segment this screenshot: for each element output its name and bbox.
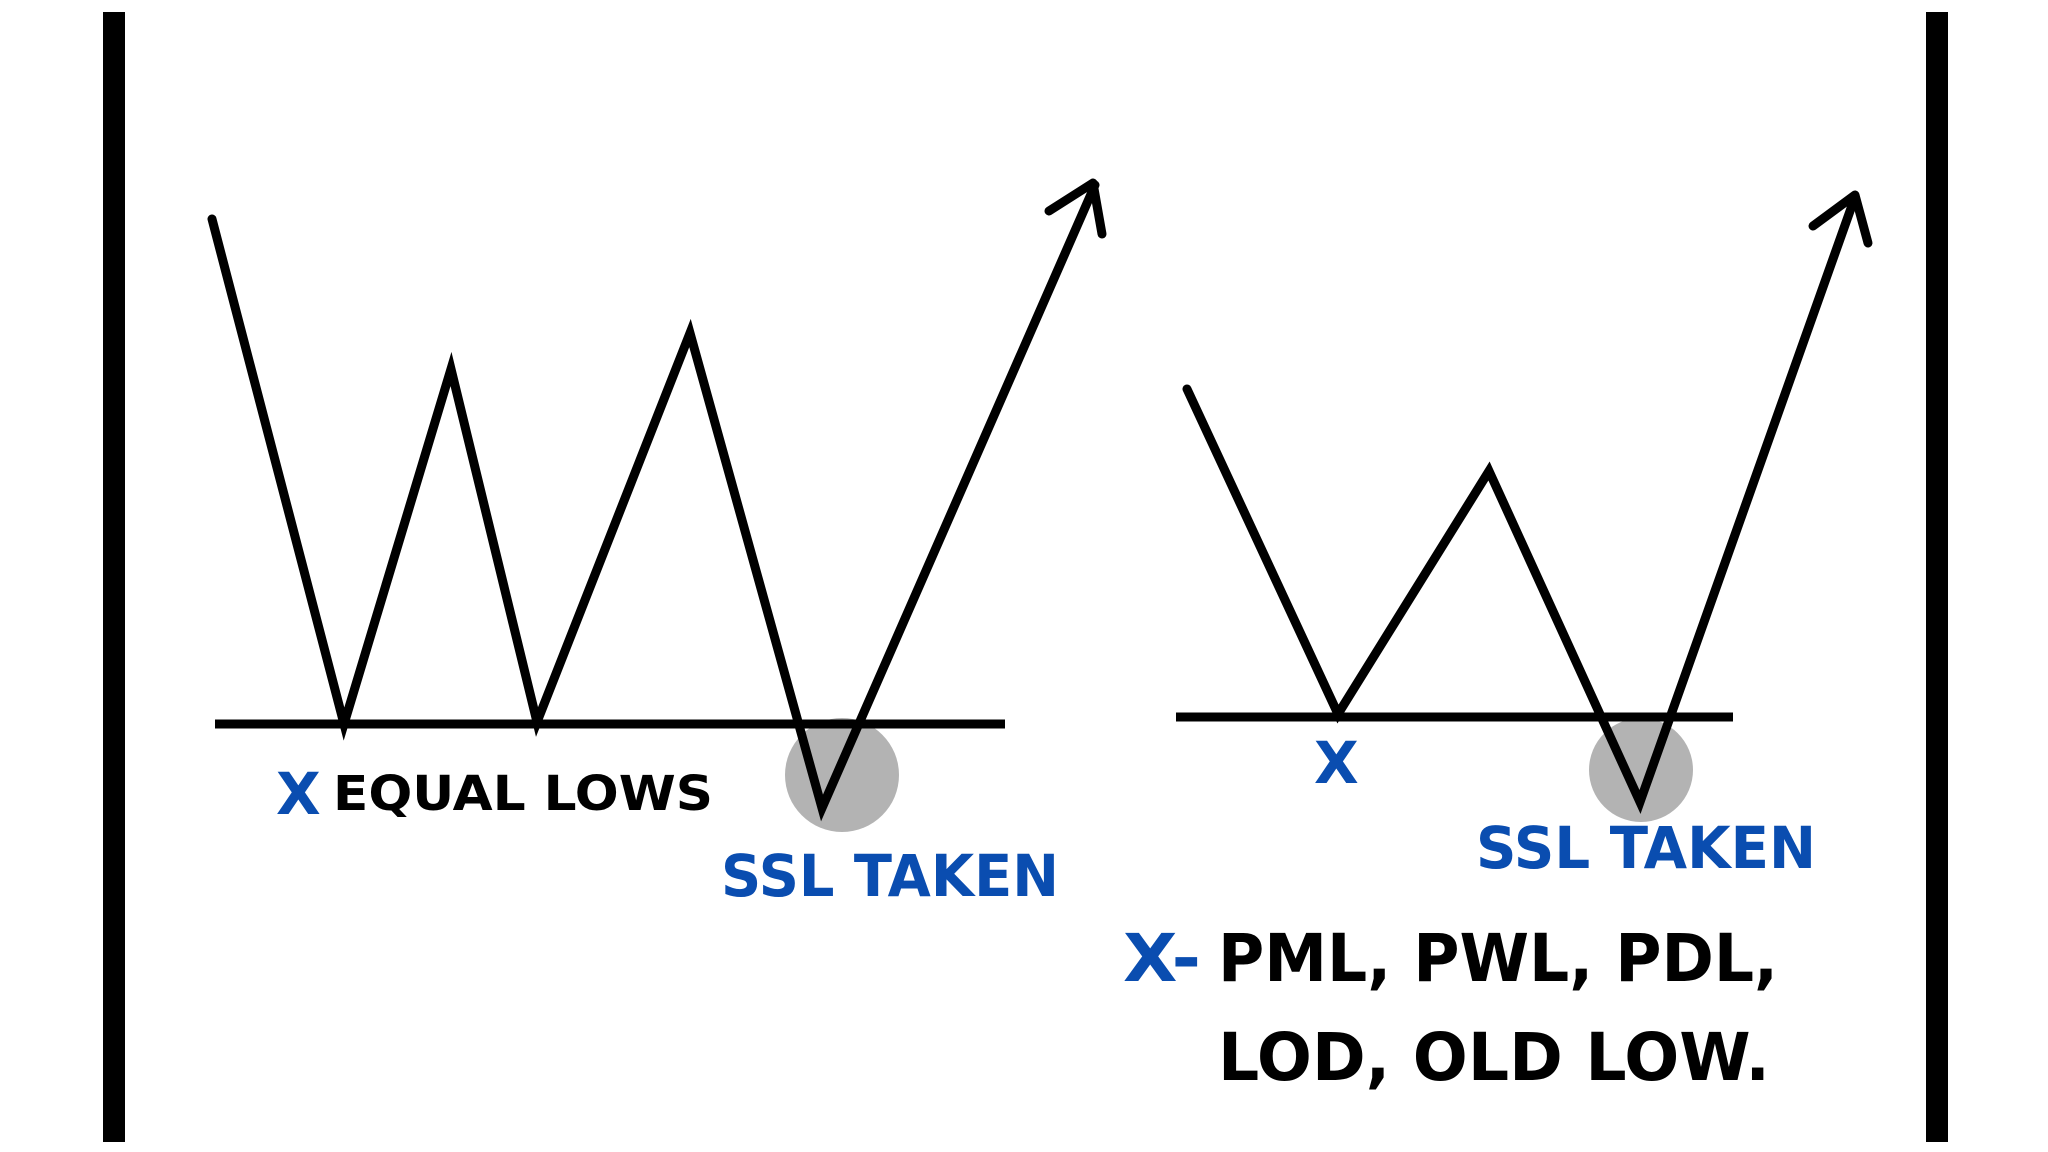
left-ssl-taken-label: SSL TAKEN — [721, 842, 1059, 910]
right-panel: X SSL TAKEN — [1176, 190, 1873, 882]
legend-line-1: PML, PWL, PDL, — [1218, 920, 1778, 997]
left-price-path — [207, 180, 1100, 822]
x-legend: X- PML, PWL, PDL, LOD, OLD LOW. — [1123, 920, 1778, 1096]
left-frame-bar — [103, 12, 125, 1142]
equal-lows-label: EQUAL LOWS — [333, 766, 713, 822]
left-panel: X EQUAL LOWS SSL TAKEN — [207, 178, 1107, 910]
left-sweep-highlight — [785, 718, 899, 832]
left-x-marker: X — [276, 760, 321, 828]
left-arrow-head — [1044, 178, 1107, 239]
legend-line-2: LOD, OLD LOW. — [1218, 1019, 1770, 1096]
legend-x-key: X- — [1123, 920, 1201, 997]
right-price-path — [1182, 192, 1860, 814]
right-arrow-head — [1808, 190, 1873, 248]
right-ssl-taken-label: SSL TAKEN — [1476, 814, 1816, 882]
right-x-marker: X — [1314, 729, 1359, 797]
right-frame-bar — [1926, 12, 1948, 1142]
